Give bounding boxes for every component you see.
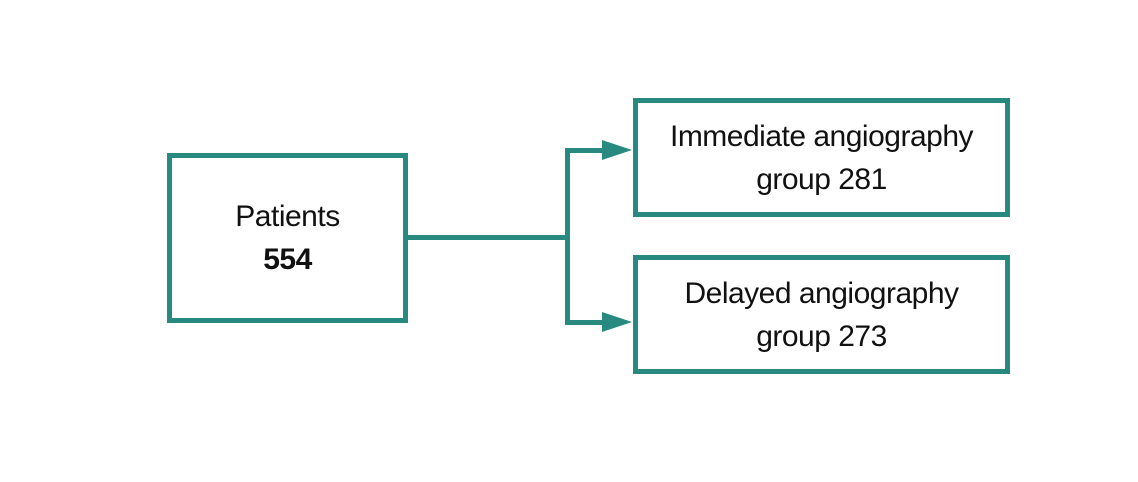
box-text-line: group 281 (756, 162, 887, 196)
connector-bottom-branch-line (565, 320, 605, 325)
patients-count: 554 (263, 243, 312, 276)
box-text-line: Immediate angiography (669, 119, 974, 153)
patients-box: Patients 554 (167, 153, 408, 323)
arrow-right-icon (602, 140, 632, 160)
delayed-angiography-box: Delayed angiography group 273 (633, 255, 1010, 374)
box-text-line: group 273 (756, 319, 887, 353)
immediate-angiography-box: Immediate angiography group 281 (633, 98, 1010, 217)
patients-label: Patients (235, 200, 340, 233)
connector-main-line (408, 235, 570, 240)
connector-top-branch-line (565, 148, 605, 153)
connector-vertical-line (565, 148, 570, 325)
box-text-line: Delayed angiography (684, 276, 959, 310)
arrow-right-icon (602, 312, 632, 332)
